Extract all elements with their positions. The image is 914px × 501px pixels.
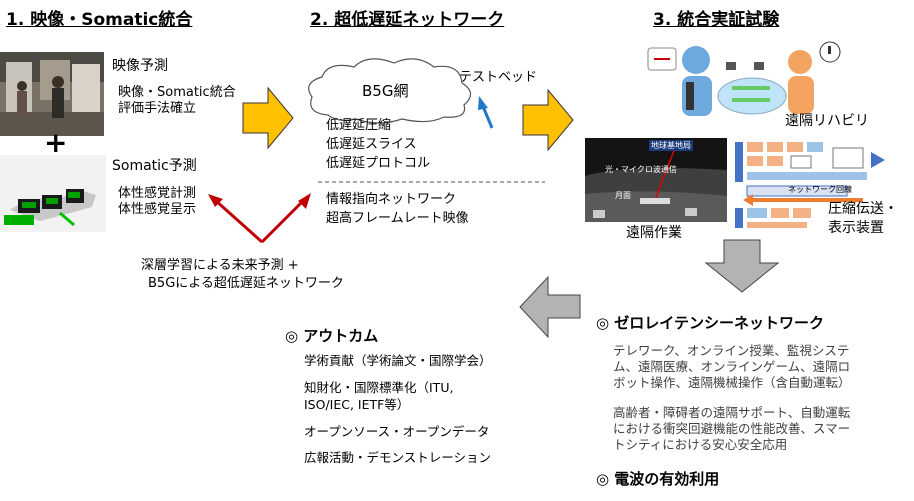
low-latency-slice: 低遅延スライス (326, 137, 417, 152)
low-latency-protocol: 低遅延プロトコル (326, 156, 431, 171)
network-line-label: ネットワーク回線 (788, 185, 852, 194)
outcome-heading: ◎ アウトカム (285, 327, 379, 345)
zero-para2-line2: における衝突回避機能の性能改善、スマー (613, 421, 851, 436)
integration-line2: 評価手法確立 (118, 101, 197, 116)
plus-sign: + (44, 126, 68, 159)
outcome-item-ip-2: ISO/IEC, IETF等） (304, 397, 410, 412)
zero-para1-line3: ボット操作、遠隔機械操作（含自動運転） (613, 375, 851, 390)
compress-device-line2: 表示装置 (828, 220, 884, 236)
b5g-cloud (308, 58, 472, 124)
yellow-arrow-1 (242, 86, 294, 150)
moon-top-label: 地球基地局 (649, 140, 693, 151)
outcome-item-pr: 広報活動・デモンストレーション (304, 450, 492, 465)
outcome-item-ip-1: 知財化・国際標準化（ITU, (304, 380, 454, 395)
moon-mid-label: 光・マイクロ波通信 (605, 165, 677, 174)
remote-rehab-label: 遠隔リハビリ (785, 113, 869, 129)
gray-arrow-down (704, 239, 780, 293)
zero-para1-line1: テレワーク、オンライン授業、監視システ (613, 343, 850, 358)
zero-para1-line2: ム、遠隔医療、オンラインゲーム、遠隔ロ (613, 359, 851, 374)
col2-heading: 2. 超低遅延ネットワーク (310, 10, 505, 30)
col1-heading: 1. 映像・Somatic統合 (6, 10, 193, 30)
testbed-label: テストベッド (459, 70, 538, 85)
remote-work-label: 遠隔作業 (626, 225, 682, 241)
moon-low-label: 月面 (615, 191, 631, 200)
zero-latency-heading: ◎ ゼロレイテンシーネットワーク (596, 314, 825, 332)
high-framerate-item: 超高フレームレート映像 (326, 211, 469, 226)
network-diagram (735, 142, 885, 228)
radio-heading: ◎ 電波の有効利用 (596, 470, 720, 488)
moon-work-panel: 地球基地局 光・マイクロ波通信 月面 (585, 138, 727, 222)
caption-line1: 深層学習による未来予測 + (141, 258, 299, 273)
gray-arrow-left (519, 275, 581, 339)
red-arrow-left (214, 198, 263, 244)
zero-para2-line1: 高齢者・障碍者の遠隔サポート、自動運転 (613, 405, 851, 420)
red-arrow-right (260, 198, 306, 244)
col3-heading: 3. 統合実証試験 (653, 10, 780, 30)
caption-line2: B5Gによる超低遅延ネットワーク (148, 276, 344, 291)
zero-para2-line3: トシティにおける安心安全応用 (613, 437, 788, 452)
sense-measure: 体性感覚計測 (118, 186, 197, 201)
video-photo (0, 52, 104, 136)
somatic-prediction-label: Somatic予測 (112, 158, 197, 174)
yellow-arrow-2 (522, 88, 574, 152)
integration-line1: 映像・Somatic統合 (118, 85, 236, 100)
video-prediction-label: 映像予測 (112, 58, 168, 74)
compress-device-line1: 圧縮伝送・ (828, 201, 898, 217)
low-latency-compress: 低遅延圧縮 (326, 118, 392, 133)
outcome-item-opensource: オープンソース・オープンデータ (304, 424, 490, 439)
somatic-photo (0, 155, 106, 232)
cloud-label: B5G網 (362, 82, 409, 100)
outcome-item-academic: 学術貢献（学術論文・国際学会） (304, 353, 492, 368)
icn-item: 情報指向ネットワーク (326, 192, 457, 207)
sense-present: 体性感覚呈示 (118, 202, 197, 217)
rehab-illustration (647, 41, 841, 116)
